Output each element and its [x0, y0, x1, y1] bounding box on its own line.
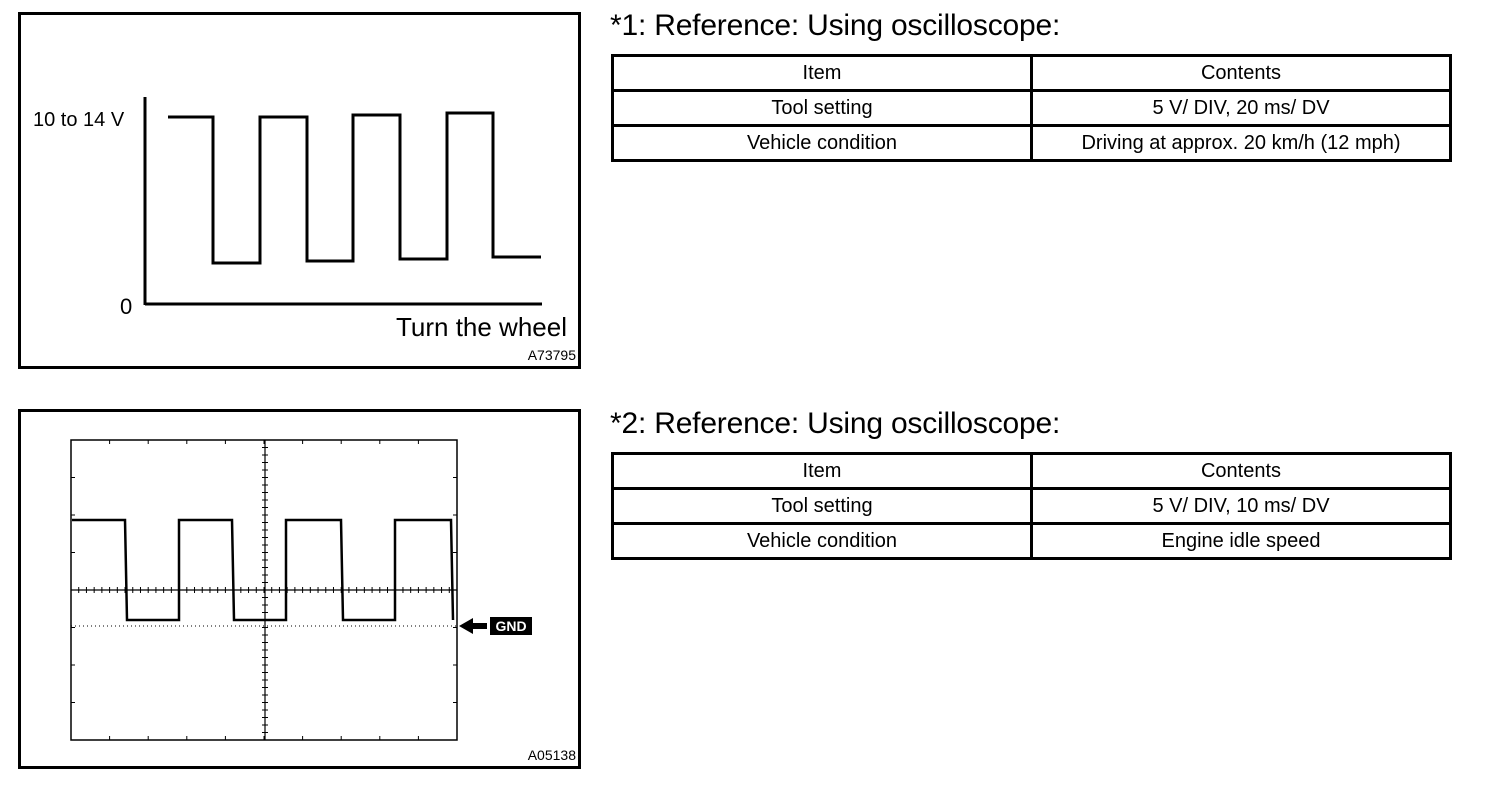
- header-item: Item: [611, 452, 1033, 490]
- header-item: Item: [611, 54, 1033, 92]
- waveform-2-svg: GND A05138: [70, 439, 576, 763]
- header-contents: Contents: [1030, 452, 1452, 490]
- table-header-row: Item Contents: [611, 54, 1452, 92]
- scope-graticule: [70, 439, 458, 741]
- scope-trace: [72, 518, 455, 622]
- y-zero-label: 0: [120, 294, 132, 319]
- row-contents: Driving at approx. 20 km/h (12 mph): [1030, 124, 1452, 162]
- waveform-1-svg: 10 to 14 V 0 Turn the wheel A73795: [33, 97, 576, 363]
- row-item: Tool setting: [611, 487, 1033, 525]
- y-high-label: 10 to 14 V: [33, 109, 125, 131]
- table-header-row: Item Contents: [611, 452, 1452, 490]
- row-contents: Engine idle speed: [1030, 522, 1452, 560]
- table-row: Vehicle condition Engine idle speed: [611, 522, 1452, 560]
- x-axis-label: Turn the wheel: [396, 312, 567, 342]
- section-2-heading: *2: Reference: Using oscilloscope:: [610, 407, 1061, 440]
- waveform-figure-1: 10 to 14 V 0 Turn the wheel A73795: [18, 12, 581, 369]
- gnd-arrow-icon: [459, 618, 487, 634]
- section-1-heading: *1: Reference: Using oscilloscope:: [610, 9, 1061, 42]
- gnd-label: GND: [495, 618, 526, 634]
- row-item: Vehicle condition: [611, 124, 1033, 162]
- waveform-figure-2: GND A05138: [18, 409, 581, 769]
- spec-table-1: Item Contents Tool setting 5 V/ DIV, 20 …: [611, 54, 1452, 162]
- table-row: Tool setting 5 V/ DIV, 10 ms/ DV: [611, 487, 1452, 525]
- row-item: Vehicle condition: [611, 522, 1033, 560]
- table-row: Tool setting 5 V/ DIV, 20 ms/ DV: [611, 89, 1452, 127]
- figure-code: A73795: [528, 347, 576, 363]
- row-contents: 5 V/ DIV, 20 ms/ DV: [1030, 89, 1452, 127]
- spec-table-2: Item Contents Tool setting 5 V/ DIV, 10 …: [611, 452, 1452, 560]
- gnd-label-box: [490, 617, 532, 635]
- header-contents: Contents: [1030, 54, 1452, 92]
- figure-code: A05138: [528, 747, 576, 763]
- square-wave-1: [168, 111, 541, 265]
- row-contents: 5 V/ DIV, 10 ms/ DV: [1030, 487, 1452, 525]
- table-row: Vehicle condition Driving at approx. 20 …: [611, 124, 1452, 162]
- row-item: Tool setting: [611, 89, 1033, 127]
